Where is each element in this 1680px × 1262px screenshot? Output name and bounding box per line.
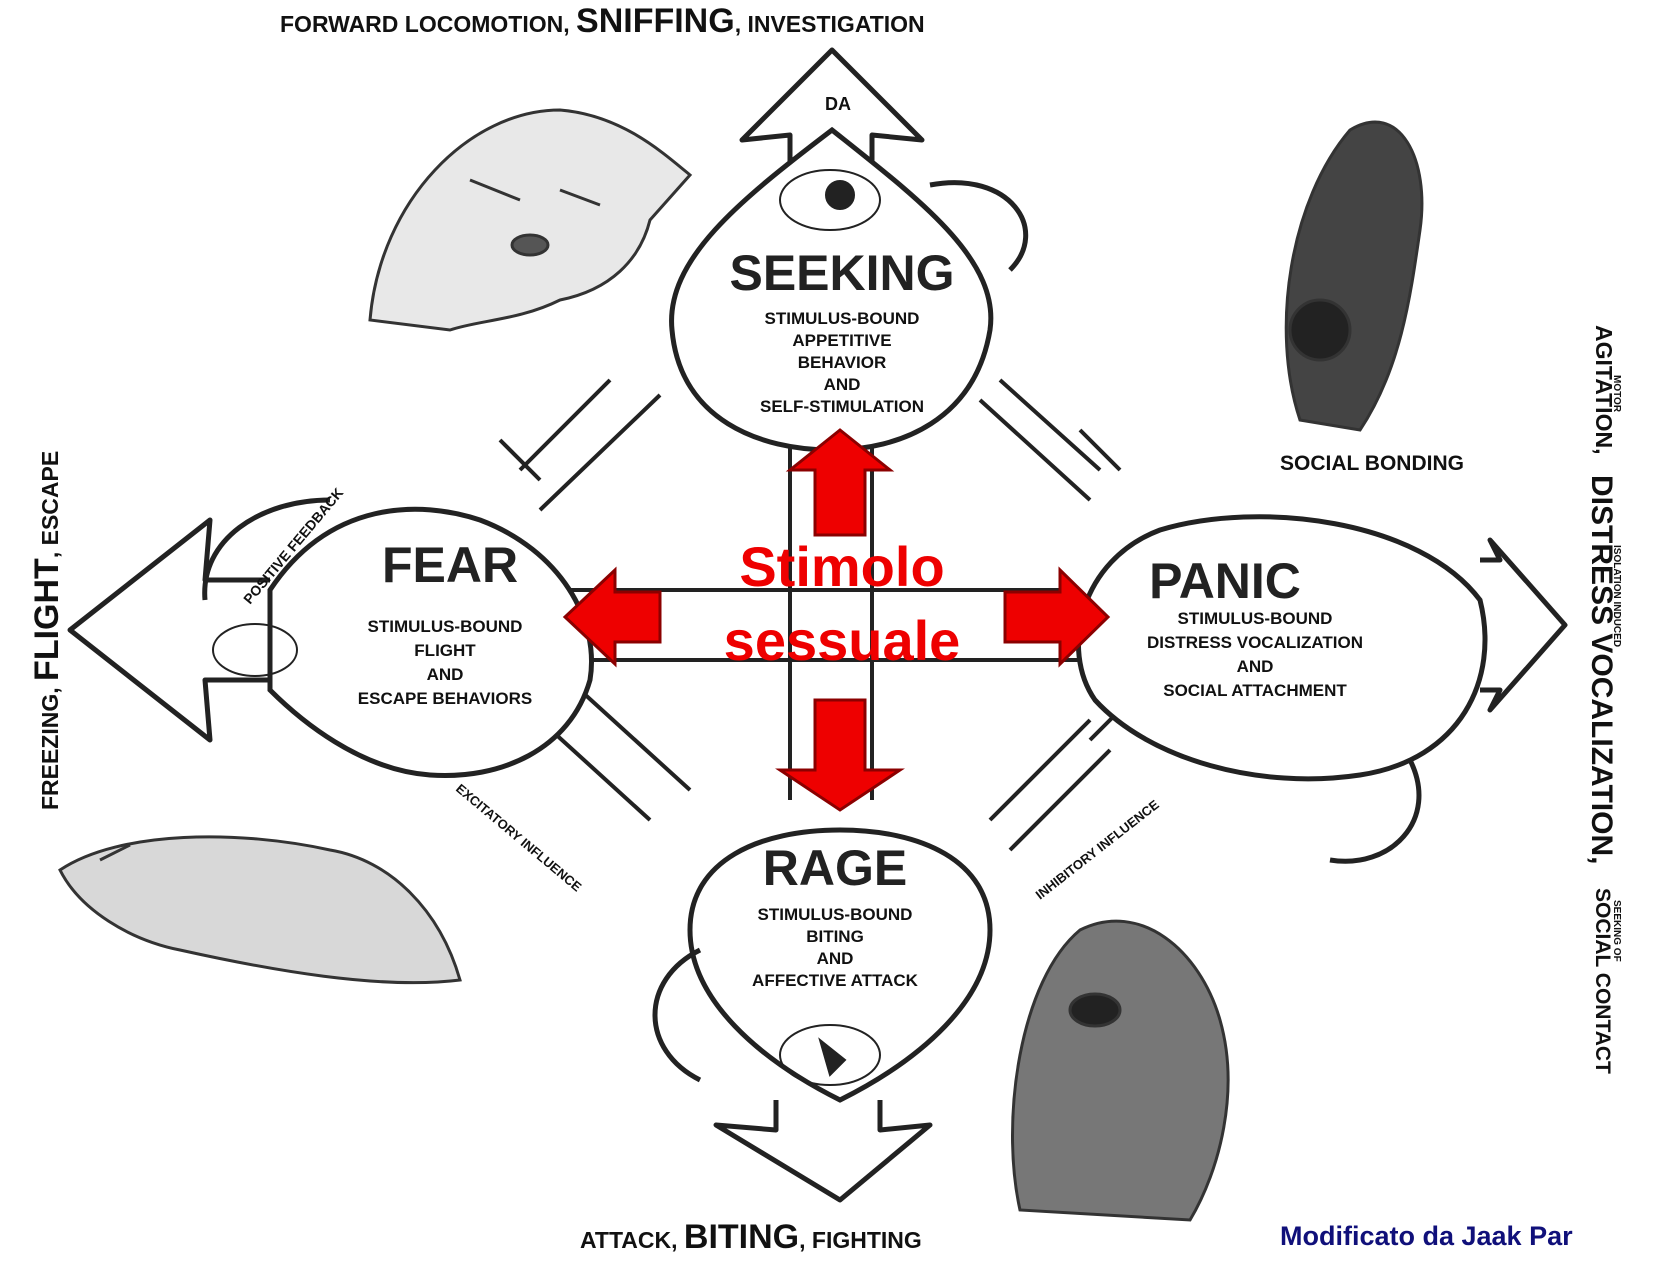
rage-line-4: AFFECTIVE ATTACK: [752, 971, 919, 990]
distress-label: DISTRESS VOCALIZATION,: [1585, 475, 1618, 864]
agitation-label: AGITATION,: [1591, 325, 1617, 454]
isolation-label: ISOLATION INDUCED: [1611, 545, 1622, 647]
panic-feedback-curl: [1329, 758, 1422, 864]
red-arrow-left: [562, 566, 662, 668]
rage-title: RAGE: [763, 840, 907, 896]
fear-feedback-curl: [202, 497, 331, 601]
panic-line-3: AND: [1237, 657, 1274, 676]
rage-line-3: AND: [817, 949, 854, 968]
cat-illustration: [368, 108, 693, 332]
seeking-of-label: SEEKING OF: [1611, 900, 1622, 962]
panic-line-2: DISTRESS VOCALIZATION: [1147, 633, 1363, 652]
social-bonding-label: SOCIAL BONDING: [1280, 452, 1464, 475]
seeking-title: SEEKING: [729, 245, 954, 301]
fear-line-3: AND: [427, 665, 464, 684]
excitatory-label: EXCITATORY INFLUENCE: [453, 781, 585, 895]
red-arrow-up: [785, 428, 895, 537]
fear-line-4: ESCAPE BEHAVIORS: [358, 689, 532, 708]
right-label: MOTOR AGITATION, ISOLATION INDUCED DISTR…: [1585, 325, 1622, 1074]
seeking-line-4: AND: [824, 375, 861, 394]
fear-node: [267, 506, 594, 779]
arrow-down-outline: [713, 1100, 933, 1203]
top-label: FORWARD LOCOMOTION, SNIFFING, INVESTIGAT…: [280, 2, 925, 40]
panic-node: [1075, 514, 1488, 782]
red-arrow-right: [1003, 566, 1111, 668]
inhibitory-label: INHIBITORY INFLUENCE: [1033, 797, 1162, 903]
arrow-up-outline: [739, 47, 925, 170]
red-arrow-cross: [562, 428, 1111, 812]
left-label: FREEZING, FLIGHT, ESCAPE: [28, 451, 66, 810]
arrow-left-outline: [67, 517, 270, 743]
panic-title: PANIC: [1149, 553, 1301, 609]
dopamine-label: DA: [825, 94, 851, 114]
bottom-label: ATTACK, BITING, FIGHTING: [580, 1218, 922, 1256]
seeking-feedback-curl: [929, 180, 1029, 272]
arrow-right-outline: [1480, 537, 1568, 713]
credit-text: Modificato da Jaak Par: [1280, 1221, 1573, 1251]
fear-title: FEAR: [382, 537, 518, 593]
social-contact-label: SOCIAL CONTACT: [1591, 888, 1614, 1074]
rage-feedback-curl: [652, 947, 702, 1083]
seeking-line-5: SELF-STIMULATION: [760, 397, 924, 416]
motor-label: MOTOR: [1611, 375, 1622, 413]
brain-section-icon: [212, 169, 881, 1086]
panic-line-4: SOCIAL ATTACHMENT: [1163, 681, 1347, 700]
panic-line-1: STIMULUS-BOUND: [1178, 609, 1333, 628]
primate-mother-illustration: [1284, 120, 1424, 432]
baboon-illustration: [1011, 919, 1230, 1222]
seeking-line-3: BEHAVIOR: [798, 353, 886, 372]
fear-line-1: STIMULUS-BOUND: [368, 617, 523, 636]
fear-line-2: FLIGHT: [414, 641, 476, 660]
fox-illustration: [58, 835, 462, 985]
center-label-line-1: Stimolo: [739, 535, 944, 598]
rage-line-2: BITING: [806, 927, 864, 946]
red-arrow-down: [775, 698, 905, 812]
seeking-line-2: APPETITIVE: [792, 331, 891, 350]
rage-node: [687, 827, 993, 1103]
rage-line-1: STIMULUS-BOUND: [758, 905, 913, 924]
center-label-line-2: sessuale: [724, 609, 961, 672]
seeking-line-1: STIMULUS-BOUND: [765, 309, 920, 328]
